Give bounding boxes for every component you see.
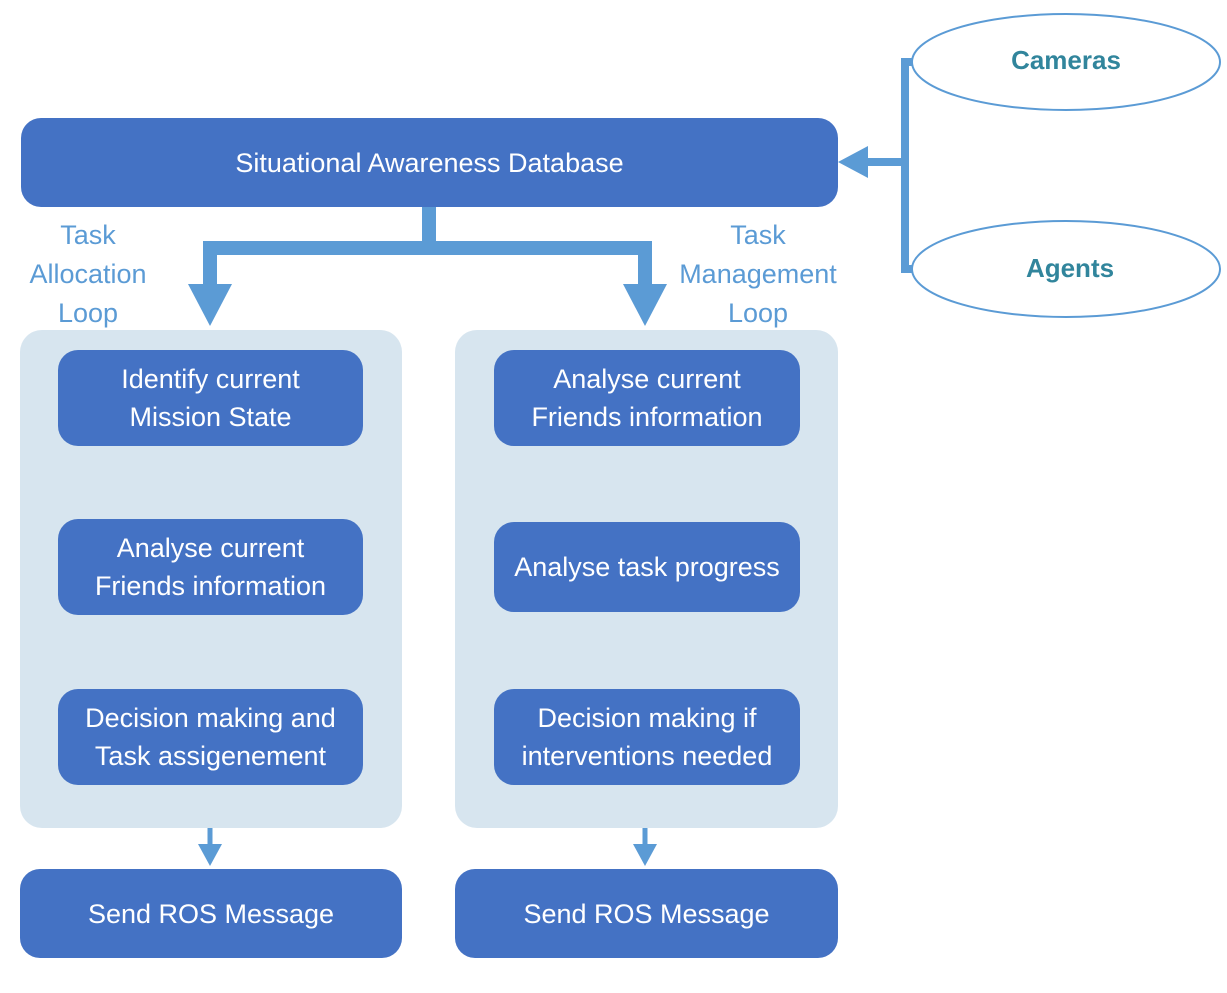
right-arrowhead-3 <box>633 844 657 866</box>
allocation-step-identify-mission-state: Identify current Mission State <box>58 350 363 446</box>
agents-label: Agents <box>1025 253 1115 283</box>
management-send-ros-message: Send ROS Message <box>455 869 838 958</box>
allocation-step-analyse-friends: Analyse current Friends information <box>58 519 363 615</box>
management-step-decision-making: Decision making if interventions needed <box>494 689 800 785</box>
situational-awareness-database: Situational Awareness Database <box>21 118 838 207</box>
task-management-loop-label: Task Management Loop <box>679 220 837 328</box>
allocation-step-decision-making: Decision making and Task assigenement <box>58 689 363 785</box>
cameras-label: Cameras <box>1011 45 1121 75</box>
allocation-send-ros-message: Send ROS Message <box>20 869 402 958</box>
sources-to-database-arrowhead <box>838 146 868 178</box>
management-step-analyse-friends: Analyse current Friends information <box>494 350 800 446</box>
task-allocation-loop-label: Task Allocation Loop <box>29 220 147 328</box>
split-right-arrowhead <box>623 284 667 326</box>
management-step-analyse-task-progress: Analyse task progress <box>494 522 800 612</box>
left-arrowhead-3 <box>198 844 222 866</box>
split-left-arrowhead <box>188 284 232 326</box>
sources-bracket <box>901 58 912 273</box>
